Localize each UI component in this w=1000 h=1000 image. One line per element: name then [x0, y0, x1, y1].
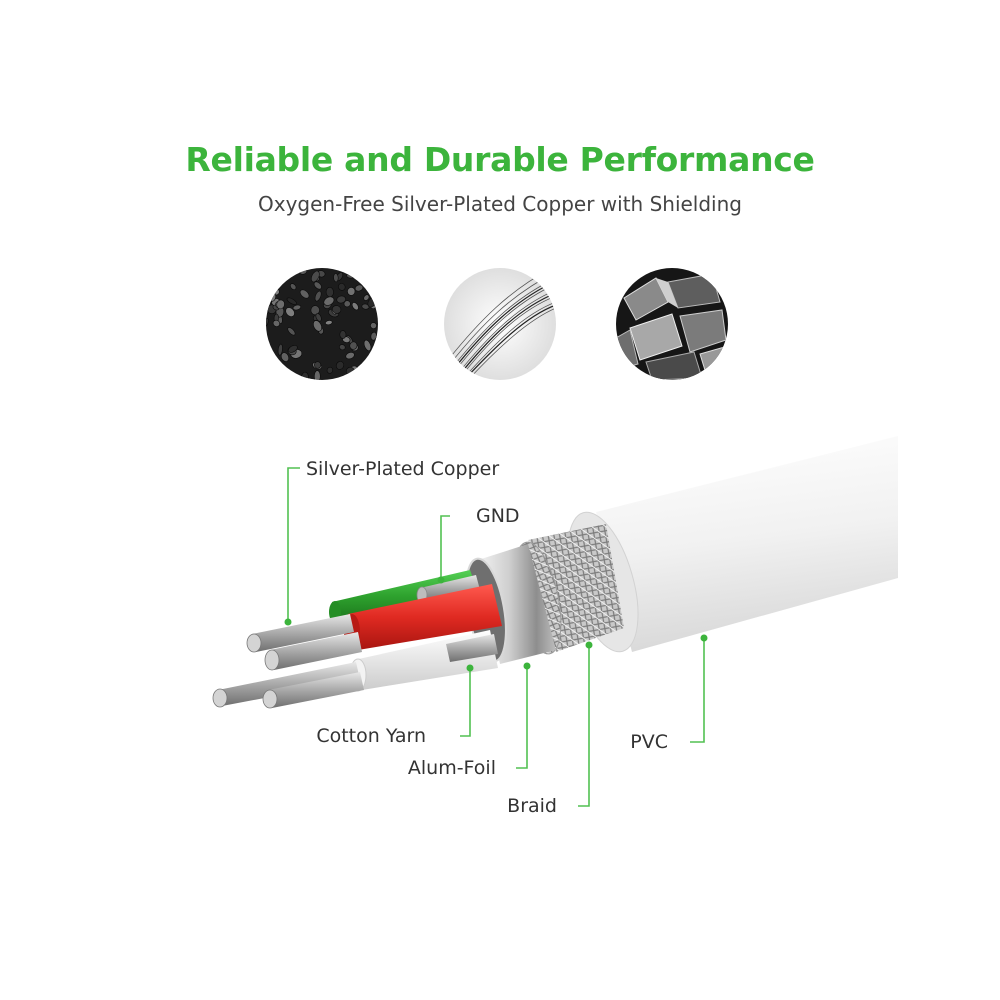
label-braid: Braid [507, 795, 557, 817]
red-wire [348, 584, 502, 650]
callout-lines [287, 467, 705, 807]
gnd-strand [420, 575, 480, 602]
label-silver-plated-copper: Silver-Plated Copper [306, 458, 499, 480]
page-subtitle: Oxygen-Free Silver-Plated Copper with Sh… [258, 192, 742, 216]
label-alum-foil: Alum-Foil [408, 757, 496, 779]
pvc-jacket [596, 436, 898, 652]
label-cotton-yarn: Cotton Yarn [316, 725, 426, 747]
callout-dots [284, 576, 708, 672]
label-pvc: PVC [630, 731, 668, 753]
metal-shards-icon [616, 268, 728, 380]
silver-copper-strands [212, 614, 364, 709]
page-title: Reliable and Durable Performance [185, 140, 815, 179]
label-gnd: GND [476, 505, 520, 527]
